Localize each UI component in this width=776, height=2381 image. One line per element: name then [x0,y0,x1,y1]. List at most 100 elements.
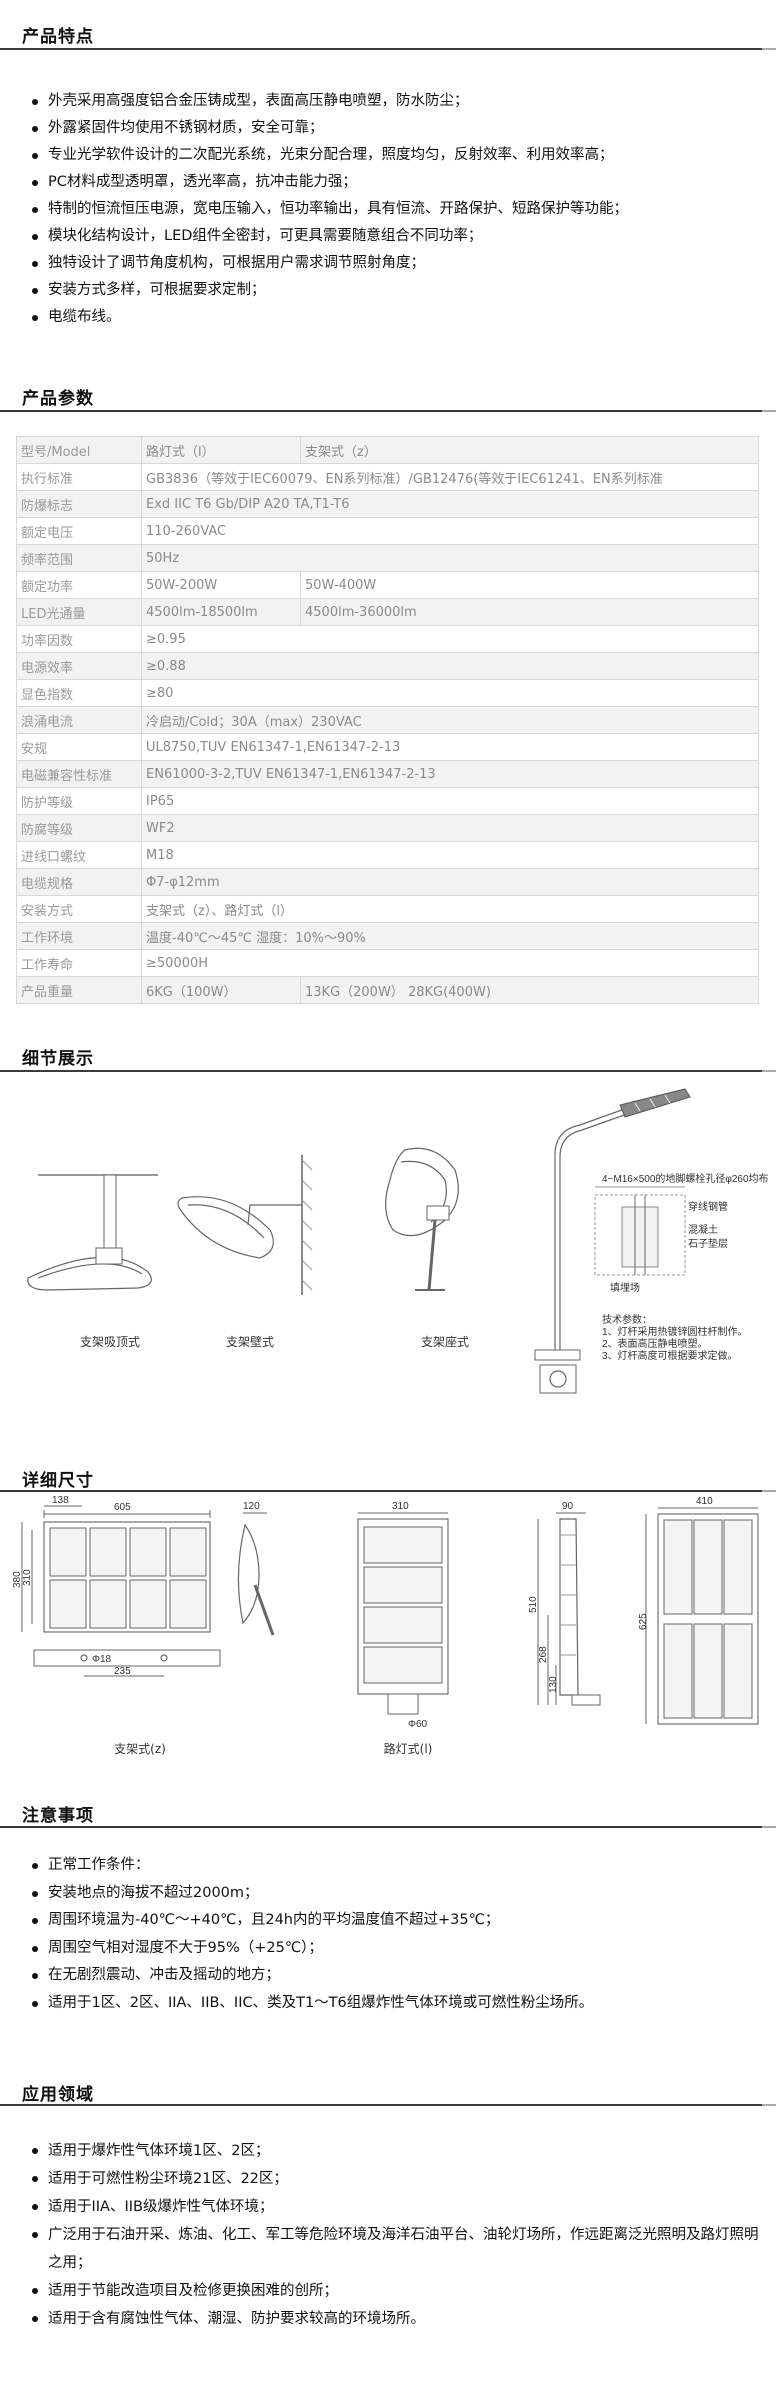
param-key: 电源效率 [16,652,142,680]
caption-bracket: 支架式(z) [114,1742,166,1756]
param-key: 防腐等级 [16,814,142,842]
wall-mount-drawing [177,1155,313,1295]
pole-tech-2: 2、表面高压静电喷塑。 [602,1337,708,1350]
list-item: 独特设计了调节角度机构，可根据用户需求调节照射角度； [30,250,628,277]
list-item: 安装方式多样，可根据要求定制； [30,277,628,304]
section-title-features: 产品特点 [22,27,94,47]
param-key: 频率范围 [16,544,142,572]
param-key: 电缆规格 [16,868,142,896]
dim-18: Φ18 [92,1654,112,1665]
feature-list: 外壳采用高强度铝合金压铸成型，表面高压静电喷塑，防水防尘；外露紧固件均使用不锈钢… [30,88,628,331]
param-value: Exd IIC T6 Gb/DIP A20 TA,T1-T6 [141,490,759,518]
list-item: 特制的恒流恒压电源，宽电压输入，恒功率输出，具有恒流、开路保护、短路保护等功能； [30,196,628,223]
param-key: 显色指数 [16,679,142,707]
list-item: 在无剧烈震动、冲击及摇动的地方； [30,1962,593,1990]
dim-l-60: Φ60 [408,1719,428,1730]
applications-list: 适用于爆炸性气体环境1区、2区；适用于可燃性粉尘环境21区、22区；适用于IIA… [30,2137,760,2333]
section-divider [0,48,776,50]
list-item: 电缆布线。 [30,304,628,331]
list-item: 外露紧固件均使用不锈钢材质，安全可靠； [30,115,628,142]
param-key: 执行标准 [16,463,142,491]
section-divider [0,410,776,412]
dim-605: 605 [114,1502,131,1513]
dim-l-410: 410 [696,1496,713,1507]
param-value-street: 6KG（100W） [141,976,301,1004]
caption-wall: 支架壁式 [225,1335,274,1349]
param-key: 功率因数 [16,625,142,653]
pole-tech-1: 1、灯杆采用热镀锌圆柱杆制作。 [602,1325,748,1338]
list-item: 正常工作条件： [30,1852,593,1880]
large-front-drawing: 410 625 [638,1496,759,1725]
param-value-bracket: 支架式（z） [300,436,759,464]
param-value-street: 路灯式（l） [141,436,301,464]
list-item: 广泛用于石油开采、炼油、化工、军工等危险环境及海洋石油平台、油轮灯场所，作远距离… [30,2221,760,2277]
table-row: 功率因数≥0.95 [16,625,759,653]
param-key: 型号/Model [16,436,142,464]
pole-note-concrete: 混凝土 [688,1223,718,1236]
param-key: 额定电压 [16,517,142,545]
param-value: EN61000-3-2,TUV EN61347-1,EN61347-2-13 [141,760,759,788]
street-front-drawing: 310 Φ60 [357,1501,449,1730]
list-item: 安装地点的海拔不超过2000m； [30,1880,593,1908]
param-value: M18 [141,841,759,869]
param-value: 50Hz [141,544,759,572]
param-value-street: 4500lm-18500lm [141,598,301,626]
param-value: ≥0.95 [141,625,759,653]
param-value-street: 50W-200W [141,571,301,599]
notes-list: 正常工作条件：安装地点的海拔不超过2000m；周围环境温为-40℃～+40℃，且… [30,1852,593,2017]
param-value: ≥0.88 [141,652,759,680]
pole-note-gravel: 石子垫层 [688,1237,728,1250]
param-value-bracket: 50W-400W [300,571,759,599]
dim-310: 310 [22,1569,33,1586]
param-value: WF2 [141,814,759,842]
list-item: 适用于1区、2区、IIA、IIB、IIC、类及T1～T6组爆炸性气体环境或可燃性… [30,1990,593,2018]
pole-note-top: 4~M16×500的地脚螺栓孔径φ260均布 [602,1172,769,1185]
section-divider [0,1070,776,1072]
dim-380: 380 [12,1571,23,1588]
section-divider [0,1490,776,1492]
pole-tech-3: 3、灯杆高度可根据要求定做。 [602,1349,738,1362]
section-title-dimensions: 详细尺寸 [22,1471,94,1491]
param-key: 浪涌电流 [16,706,142,734]
table-row: 浪涌电流冷启动/Cold；30A（max）230VAC [16,706,759,734]
dim-120: 120 [243,1501,260,1512]
caption-street: 路灯式(l) [383,1742,433,1756]
param-key: 防爆标志 [16,490,142,518]
param-value: 110-260VAC [141,517,759,545]
param-value: ≥50000H [141,949,759,977]
bracket-side-drawing: 120 [237,1501,275,1636]
table-row: 显色指数≥80 [16,679,759,707]
dim-l-130: 130 [548,1676,559,1693]
dim-l-90: 90 [562,1501,574,1512]
section-title-notes: 注意事项 [22,1806,94,1826]
pole-note-pipe: 穿线钢管 [688,1200,728,1213]
param-value: 温度-40℃～45℃ 湿度：10%～90% [141,922,759,950]
dim-138: 138 [52,1495,69,1506]
section-divider [0,2104,776,2106]
list-item: 周围空气相对湿度不大于95%（+25℃）； [30,1935,593,1963]
dim-l-268: 268 [538,1646,549,1663]
bracket-front-drawing: 605 138 380 310 Φ18 235 [12,1495,221,1677]
section-title-applications: 应用领域 [22,2085,94,2105]
dim-l-625: 625 [638,1613,649,1630]
param-key: 额定功率 [16,571,142,599]
list-item: 专业光学软件设计的二次配光系统，光束分配合理，照度均匀，反射效率、利用效率高； [30,142,628,169]
param-value: GB3836（等效于IEC60079、EN系列标准）/GB12476(等效于IE… [141,463,759,491]
table-row: 电源效率≥0.88 [16,652,759,680]
param-value-bracket: 4500lm-36000lm [300,598,759,626]
floor-mount-drawing [385,1147,459,1291]
param-value: Φ7-φ12mm [141,868,759,896]
param-key: 工作环境 [16,922,142,950]
table-row: 安装方式支架式（z）、路灯式（l） [16,895,759,923]
